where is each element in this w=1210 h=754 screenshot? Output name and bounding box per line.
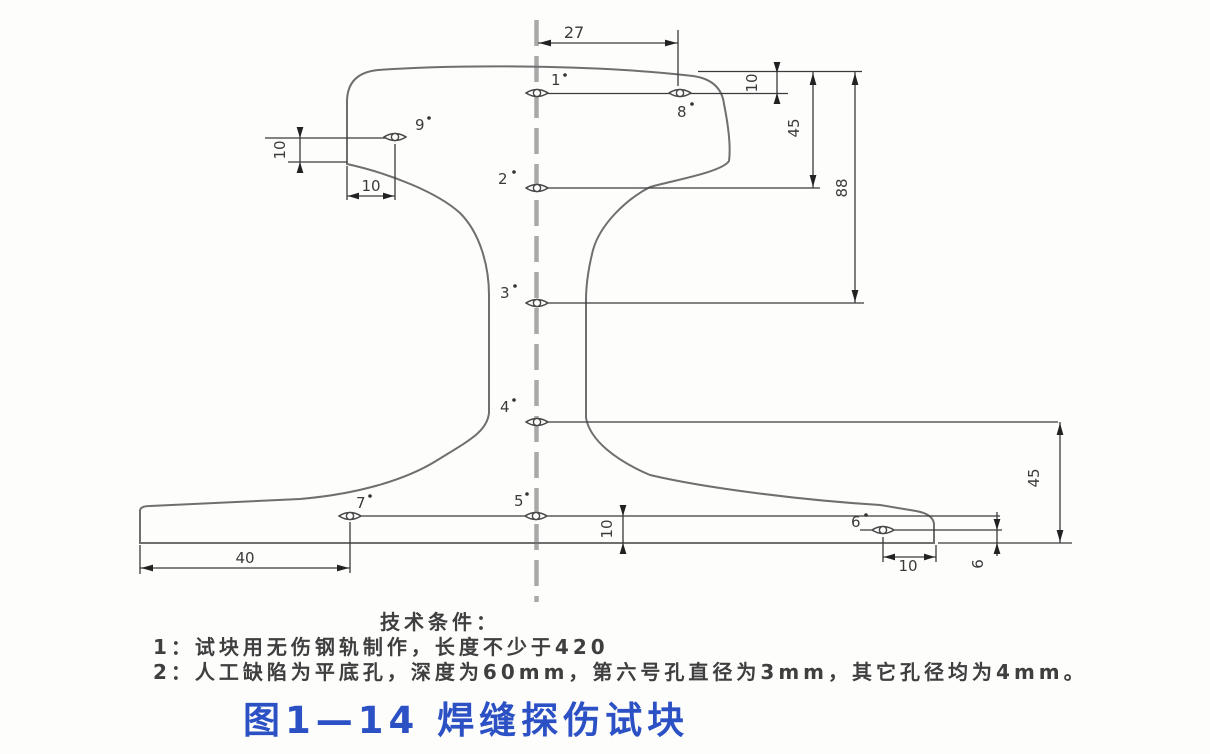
hole-label-1: 1 — [551, 71, 561, 89]
dim-top-width: 27 — [564, 23, 584, 42]
dim-edge-to-hole9: 10 — [361, 177, 380, 195]
hole-symbol-7 — [337, 511, 363, 521]
hole-label-2: 2 — [498, 170, 508, 188]
dimension-lines — [139, 30, 1072, 574]
hole-symbol-2 — [524, 183, 550, 193]
hole-label-6: 6 — [851, 513, 861, 531]
note-item-1: 1：试块用无伤钢轨制作，长度不少于420 — [153, 635, 609, 659]
hole-symbol-4 — [524, 417, 550, 427]
dim-head-to-hole3: 88 — [833, 178, 851, 197]
dim-hole9-to-underside: 10 — [271, 140, 289, 159]
hole-symbol-6 — [870, 525, 896, 535]
notes-header: 技术条件： — [380, 610, 500, 634]
dim-hole5-to-base: 10 — [598, 519, 616, 538]
hole-label-3: 3 — [500, 284, 510, 302]
hole-label-8: 8 — [677, 103, 687, 121]
hole-symbol-8 — [667, 88, 693, 98]
figure-caption: 图1—14 焊缝探伤试块 — [243, 699, 690, 742]
hole-symbol-3 — [524, 298, 550, 308]
hole-symbol-1 — [524, 88, 550, 98]
hole-label-9: 9 — [415, 116, 425, 134]
dim-top-right-offset: 10 — [743, 73, 761, 92]
hole-labels: 1 8 9 2 3 4 5 7 6 — [356, 71, 868, 531]
dim-hole4-to-base: 45 — [1025, 468, 1043, 487]
hole-label-7: 7 — [356, 494, 366, 512]
hole-label-4: 4 — [500, 398, 510, 416]
note-item-2: 2：人工缺陷为平底孔，深度为60mm，第六号孔直径为3mm，其它孔径均为4mm。 — [153, 660, 1088, 684]
dim-edge-to-hole7: 40 — [235, 549, 254, 567]
dim-hole6-to-base: 6 — [969, 559, 987, 569]
hole-symbols — [337, 88, 896, 535]
hole-label-5: 5 — [514, 492, 524, 510]
rail-outline — [139, 65, 935, 544]
hole-symbol-9 — [382, 132, 408, 142]
dim-head-to-hole2: 45 — [785, 118, 803, 137]
hole-symbol-5 — [523, 511, 549, 521]
dim-hole6-to-edge: 10 — [898, 557, 917, 575]
dimension-arrows — [141, 39, 1064, 572]
